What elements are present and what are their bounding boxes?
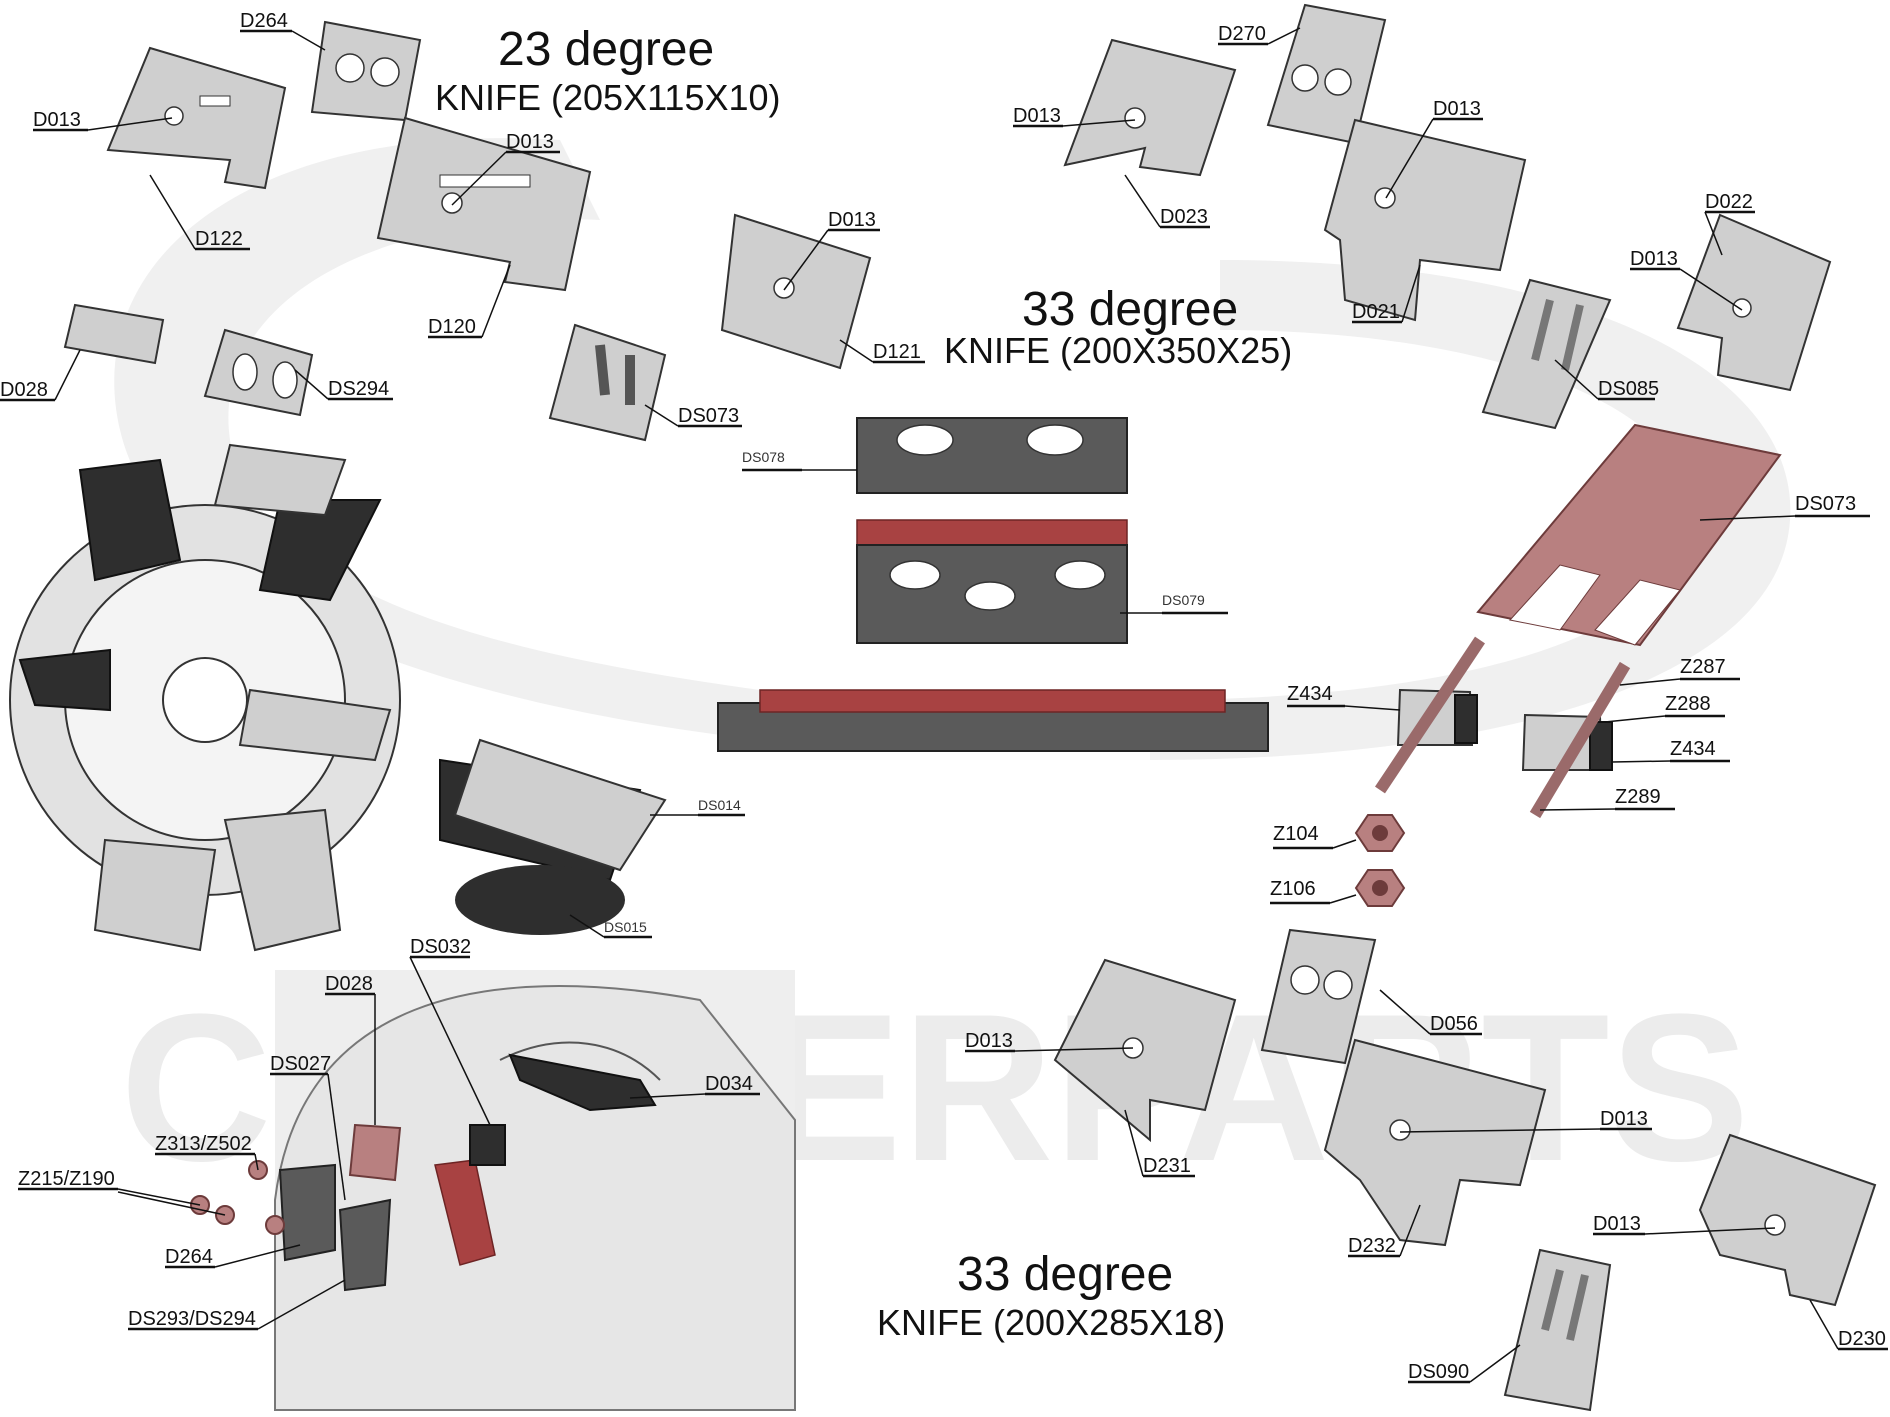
part-z288 xyxy=(1521,661,1631,819)
label-d013-g: D013 xyxy=(965,1030,1013,1052)
label-d021: D021 xyxy=(1352,301,1400,323)
part-rotor-assembly xyxy=(9,443,401,952)
label-z287: Z287 xyxy=(1680,656,1726,678)
label-d013-e: D013 xyxy=(1433,98,1481,120)
label-d013-b: D013 xyxy=(506,131,554,153)
part-d028-left xyxy=(63,303,165,365)
part-d231 xyxy=(1053,958,1237,1143)
part-drum-assembly xyxy=(190,970,796,1411)
label-ds032: DS032 xyxy=(410,936,471,958)
label-ds015: DS015 xyxy=(604,919,647,935)
label-z289: Z289 xyxy=(1615,786,1661,808)
label-d013-h: D013 xyxy=(1600,1108,1648,1130)
label-ds078: DS078 xyxy=(742,449,785,465)
label-z106: Z106 xyxy=(1270,878,1316,900)
label-d230: D230 xyxy=(1838,1328,1886,1350)
label-z313: Z313/Z502 xyxy=(155,1133,252,1155)
part-d122 xyxy=(106,46,287,190)
label-ds079: DS079 xyxy=(1162,592,1205,608)
label-d056: D056 xyxy=(1430,1013,1478,1035)
title-degree: 33 degree xyxy=(1022,283,1238,336)
label-d028-left: D028 xyxy=(0,379,48,401)
label-d034: D034 xyxy=(705,1073,753,1095)
label-d013-c: D013 xyxy=(828,209,876,231)
part-ds294 xyxy=(203,328,314,417)
title-knife: KNIFE (200X285X18) xyxy=(877,1302,1225,1343)
label-d231: D231 xyxy=(1143,1155,1191,1177)
part-ds078 xyxy=(856,417,1128,494)
title-knife: KNIFE (205X115X10) xyxy=(435,77,781,118)
title-knife: KNIFE (200X350X25) xyxy=(944,330,1292,371)
label-d023: D023 xyxy=(1160,206,1208,228)
label-z434-b: Z434 xyxy=(1670,738,1716,760)
part-z106 xyxy=(1354,869,1406,907)
label-ds027: DS027 xyxy=(270,1053,331,1075)
part-d021 xyxy=(1323,118,1527,322)
part-d264-top xyxy=(310,20,422,122)
label-ds294: DS294 xyxy=(328,378,389,400)
part-ds014-ds015 xyxy=(439,738,667,935)
part-d270 xyxy=(1266,3,1387,145)
label-d120: D120 xyxy=(428,316,476,338)
label-ds085: DS085 xyxy=(1598,378,1659,400)
part-ds073-left xyxy=(548,323,667,442)
label-d264-bottom: D264 xyxy=(165,1246,213,1268)
part-ds079 xyxy=(856,519,1128,644)
label-d013-d: D013 xyxy=(1013,105,1061,127)
label-d013-a: D013 xyxy=(33,109,81,131)
title-degree: 23 degree xyxy=(498,23,714,76)
part-ds085 xyxy=(1481,278,1612,430)
label-d022: D022 xyxy=(1705,191,1753,213)
part-d230 xyxy=(1698,1133,1877,1307)
title-23-degree: 23 degree KNIFE (205X115X10) xyxy=(435,23,781,118)
label-d232: D232 xyxy=(1348,1235,1396,1257)
label-d122: D122 xyxy=(195,228,243,250)
label-ds073-left: DS073 xyxy=(678,405,739,427)
label-d270: D270 xyxy=(1218,23,1266,45)
label-d028-bottom: D028 xyxy=(325,973,373,995)
label-z288: Z288 xyxy=(1665,693,1711,715)
label-z104: Z104 xyxy=(1273,823,1319,845)
label-d121: D121 xyxy=(873,341,921,363)
part-ds073-right xyxy=(1476,423,1782,647)
label-d013-i: D013 xyxy=(1593,1213,1641,1235)
part-d022 xyxy=(1676,213,1832,392)
part-z104 xyxy=(1354,814,1406,852)
part-d120 xyxy=(376,116,592,292)
label-group: D264 D013 D122 D013 D120 D028 DS294 DS07… xyxy=(0,10,1888,1384)
label-d013-f: D013 xyxy=(1630,248,1678,270)
title-33-degree-bottom: 33 degree KNIFE (200X285X18) xyxy=(877,1248,1225,1343)
label-ds293: DS293/DS294 xyxy=(128,1308,256,1330)
title-degree: 33 degree xyxy=(957,1248,1173,1301)
part-d121 xyxy=(720,213,872,370)
title-33-degree-top: 33 degree KNIFE (200X350X25) xyxy=(944,283,1292,371)
label-ds014: DS014 xyxy=(698,797,741,813)
part-ds090 xyxy=(1503,1248,1612,1412)
part-d023 xyxy=(1063,38,1237,177)
label-z434-a: Z434 xyxy=(1287,683,1333,705)
label-d264-top: D264 xyxy=(240,10,288,32)
label-ds073-right: DS073 xyxy=(1795,493,1856,515)
part-d056 xyxy=(1260,928,1377,1065)
label-ds090: DS090 xyxy=(1408,1361,1469,1383)
part-knife-shaft xyxy=(717,689,1269,752)
label-z215: Z215/Z190 xyxy=(18,1168,115,1190)
part-z434-a xyxy=(1375,636,1485,794)
part-d232 xyxy=(1323,1038,1547,1247)
